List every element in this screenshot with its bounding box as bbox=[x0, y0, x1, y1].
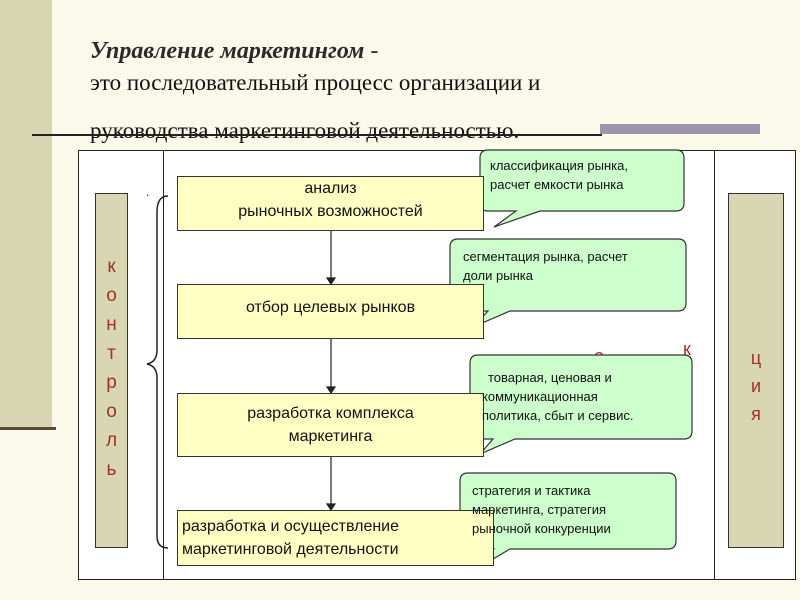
step-3-label: разработка комплекса маркетинга bbox=[247, 402, 414, 448]
step-market-analysis: анализ рыночных возможностей bbox=[177, 176, 484, 231]
callout-bubble-1 bbox=[479, 149, 685, 228]
step-3-line-2: маркетинга bbox=[288, 428, 373, 445]
frame-divider-right bbox=[714, 150, 715, 580]
step-4-label: разработка и осуществление маркетинговой… bbox=[178, 515, 493, 561]
callout-2-line-1: сегментация рынка, расчет bbox=[463, 249, 628, 264]
control-vertical-label: к о н т р о л ь bbox=[96, 252, 127, 484]
title-accent-bar bbox=[600, 124, 760, 134]
control-letter: т bbox=[107, 343, 116, 364]
step-3-line-1: разработка комплекса bbox=[247, 405, 414, 422]
callout-1-line-1: классификация рынка, bbox=[490, 158, 628, 173]
callout-3-line-1: товарная, ценовая и bbox=[488, 370, 612, 385]
arrow-1-2-head bbox=[325, 277, 337, 286]
slide-subtitle-line-2: руководства маркетинговой деятельностью. bbox=[90, 118, 520, 143]
arrow-3-4-head bbox=[325, 503, 337, 512]
step-1-label: анализ рыночных возможностей bbox=[238, 177, 422, 223]
slide-subtitle-line-1: это последовательный процесс организации… bbox=[90, 70, 541, 95]
right-letter: я bbox=[751, 404, 761, 424]
callout-2-line-2: доли рынка bbox=[463, 268, 533, 283]
brace-mark: . bbox=[146, 185, 149, 199]
callout-2-text: сегментация рынка, расчет доли рынка bbox=[463, 247, 678, 285]
stray-letter: к bbox=[683, 339, 691, 359]
callout-bubble-2 bbox=[449, 238, 687, 328]
control-letter: о bbox=[106, 401, 117, 422]
step-4-line-2: маркетинговой деятельности bbox=[182, 541, 399, 558]
control-letter: о bbox=[106, 285, 117, 306]
callout-4-line-2: маркетинга, стратегия bbox=[472, 502, 607, 517]
step-4-line-1: разработка и осуществление bbox=[182, 518, 400, 535]
step-marketing-mix: разработка комплекса маркетинга bbox=[177, 393, 484, 457]
right-vertical-label: ц и я bbox=[729, 344, 783, 428]
callout-4-line-1: стратегия и тактика bbox=[472, 483, 591, 498]
left-strip-underline bbox=[0, 427, 56, 430]
slide-title-text: Управление маркетингом bbox=[90, 38, 365, 64]
arrow-2-3-head bbox=[325, 386, 337, 395]
callout-bubble-3 bbox=[469, 354, 693, 455]
callout-3-line-3: политика, сбыт и сервис. bbox=[482, 408, 634, 423]
title-rule bbox=[32, 134, 602, 136]
left-decorative-strip bbox=[0, 0, 52, 428]
callout-4-text: стратегия и тактика маркетинга, стратеги… bbox=[472, 481, 672, 538]
right-letter: ц bbox=[750, 348, 762, 368]
slide-title-dash: - bbox=[364, 38, 379, 64]
slide-title: Управление маркетингом - bbox=[90, 38, 378, 65]
step-target-markets: отбор целевых рынков bbox=[177, 284, 484, 339]
control-letter: р bbox=[106, 372, 117, 393]
step-2-label: отбор целевых рынков bbox=[246, 296, 415, 319]
callout-bubble-4 bbox=[459, 472, 677, 566]
step-marketing-implementation: разработка и осуществление маркетинговой… bbox=[177, 510, 494, 566]
callout-3-text: товарная, ценовая и коммуникационная пол… bbox=[482, 368, 687, 425]
control-letter: л bbox=[105, 430, 118, 451]
right-sidebar: ц и я bbox=[728, 193, 784, 548]
callout-3-line-2: коммуникационная bbox=[482, 389, 598, 404]
callout-1-line-2: расчет емкости рынка bbox=[490, 177, 624, 192]
brace-icon bbox=[146, 195, 169, 549]
step-1-line-2: рыночных возможностей bbox=[238, 202, 423, 220]
control-sidebar: к о н т р о л ь bbox=[95, 193, 128, 548]
frame-divider-left bbox=[163, 150, 164, 580]
control-letter: н bbox=[106, 314, 117, 335]
step-1-line-1: анализ bbox=[304, 179, 357, 197]
step-2-line-1: отбор целевых рынков bbox=[245, 299, 416, 316]
control-letter: ь bbox=[106, 459, 117, 480]
control-letter: к bbox=[107, 256, 116, 277]
right-letter: и bbox=[750, 376, 762, 396]
callout-4-line-3: рыночной конкуренции bbox=[472, 521, 611, 536]
callout-1-text: классификация рынка, расчет емкости рынк… bbox=[490, 156, 680, 194]
